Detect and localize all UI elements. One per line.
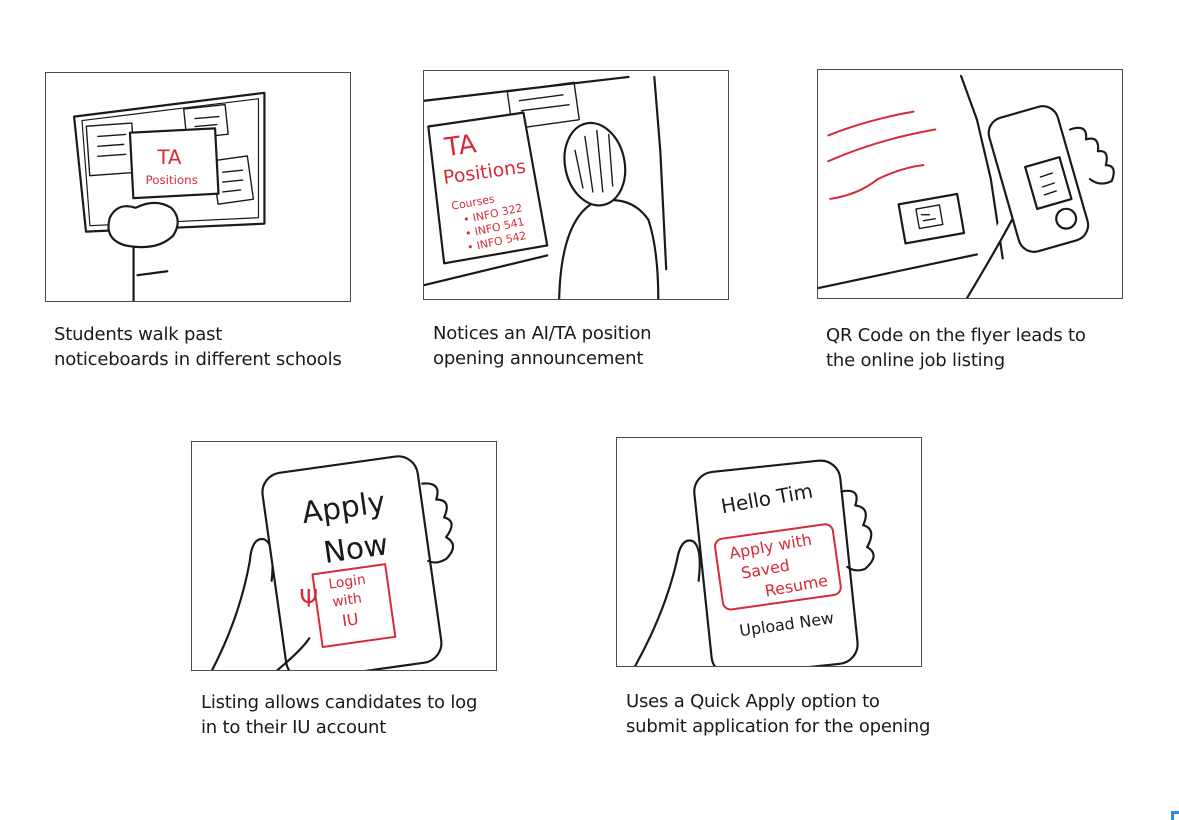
panel-1-sign-line2: Positions bbox=[145, 173, 197, 187]
panel-4-caption: Listing allows candidates to log in to t… bbox=[201, 692, 478, 738]
storyboard-panel-1: TA Positions bbox=[45, 72, 351, 302]
storyboard-panel-3 bbox=[817, 69, 1123, 299]
panel-4-login-line3: IU bbox=[341, 609, 360, 630]
panel-3-caption: QR Code on the flyer leads to the online… bbox=[826, 325, 1086, 371]
storyboard-panel-4: Apply Now Ψ Login with IU bbox=[191, 441, 497, 671]
panel-4-sketch: Apply Now Ψ Login with IU bbox=[211, 455, 455, 670]
panel-5-caption: Uses a Quick Apply option to submit appl… bbox=[626, 691, 931, 737]
panel-4-login-logo: Ψ bbox=[299, 585, 318, 613]
panel-1-sign-line1: TA bbox=[156, 146, 182, 169]
panel-5-sketch: Hello Tim Apply with Saved Resume Upload… bbox=[634, 459, 875, 666]
panel-1-sketch: TA Positions bbox=[72, 91, 266, 301]
corner-marker bbox=[1171, 811, 1179, 820]
storyboard-panel-5: Hello Tim Apply with Saved Resume Upload… bbox=[616, 437, 922, 667]
panel-4-login-line1: Login bbox=[327, 572, 366, 593]
panel-2-sketch: TA Positions Courses • INFO 322 • INFO 5… bbox=[424, 75, 668, 299]
storyboard-panel-2: TA Positions Courses • INFO 322 • INFO 5… bbox=[423, 70, 729, 300]
panel-1-caption: Students walk past noticeboards in diffe… bbox=[54, 324, 342, 370]
panel-2-caption: Notices an AI/TA position opening announ… bbox=[433, 323, 652, 369]
panel-4-login-line2: with bbox=[331, 591, 362, 611]
panel-2-sign-line1: TA bbox=[442, 129, 479, 163]
panel-3-sketch bbox=[818, 74, 1115, 298]
